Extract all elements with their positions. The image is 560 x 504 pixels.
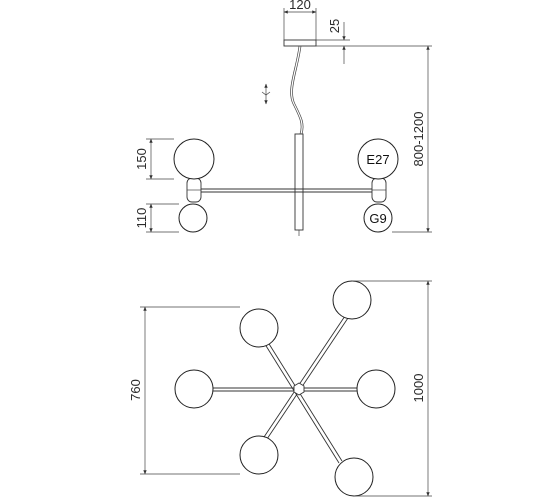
plan-globe-6 bbox=[334, 457, 374, 497]
label-e27: E27 bbox=[366, 152, 389, 167]
dim-canopy-width: 120 bbox=[289, 0, 311, 12]
label-g9: G9 bbox=[369, 211, 386, 226]
plan-globe-4 bbox=[356, 369, 396, 409]
side-view: 120 25 E27 G9 1 bbox=[134, 0, 432, 236]
globe-right-large bbox=[357, 138, 399, 180]
dim-plan-length: 1000 bbox=[411, 374, 426, 403]
central-rod bbox=[294, 133, 304, 231]
plan-globe-2 bbox=[239, 308, 279, 348]
suspension-cable bbox=[290, 45, 302, 135]
dim-globe-small: 110 bbox=[134, 208, 149, 229]
dim-plan-width: 760 bbox=[128, 379, 143, 401]
plan-globe-3 bbox=[174, 369, 214, 409]
plan-arm-diagonal-a bbox=[265, 338, 343, 462]
globe-right-small bbox=[363, 203, 393, 233]
dim-globe-large: 150 bbox=[134, 148, 149, 170]
globe-left-large bbox=[173, 138, 215, 180]
plan-arm-diagonal-b bbox=[261, 312, 348, 441]
plan-globe-5 bbox=[239, 435, 279, 475]
plan-hub bbox=[293, 382, 305, 396]
plan-view: 760 1000 bbox=[128, 280, 432, 497]
dim-canopy-height: 25 bbox=[327, 19, 342, 33]
plan-globe-1 bbox=[332, 280, 372, 320]
dim-drop-height: 800-1200 bbox=[411, 112, 426, 167]
globe-left-small bbox=[178, 203, 208, 233]
canopy bbox=[283, 39, 317, 47]
